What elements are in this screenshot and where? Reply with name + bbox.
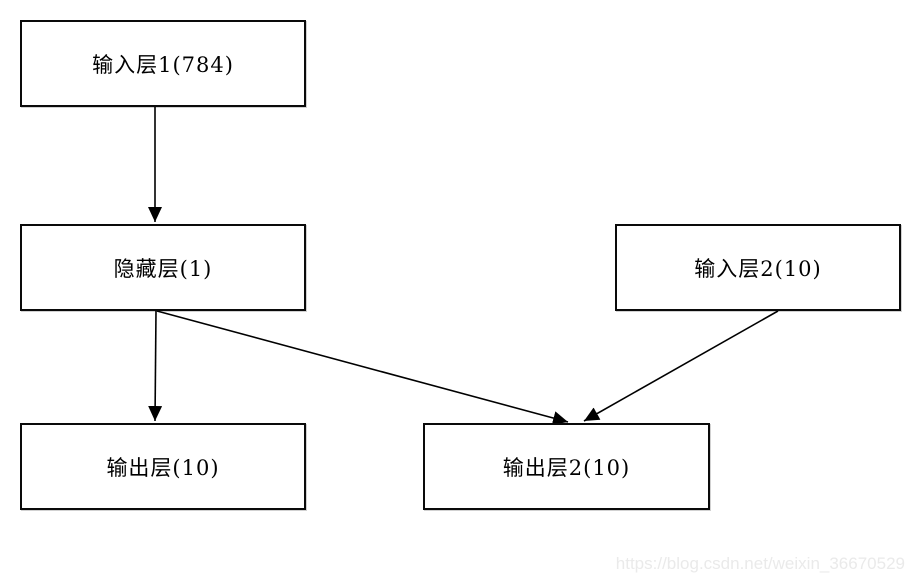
node-input-layer-1-label: 输入层1(784) — [92, 52, 234, 77]
node-output-layer-2: 输出层2(10) — [423, 423, 710, 510]
node-input-layer-2-label: 输入层2(10) — [694, 256, 822, 281]
node-input-layer-2: 输入层2(10) — [615, 224, 901, 311]
node-hidden-layer-label: 隐藏层(1) — [113, 256, 213, 281]
node-hidden-layer: 隐藏层(1) — [20, 224, 306, 311]
node-output-layer-1-label: 输出层(10) — [106, 455, 220, 480]
edge-hidden-to-output2 — [156, 310, 569, 425]
node-input-layer-1: 输入层1(784) — [20, 20, 306, 107]
edge-input2-to-output2 — [583, 310, 779, 422]
node-output-layer-2-label: 输出层2(10) — [502, 455, 631, 480]
node-output-layer-1: 输出层(10) — [20, 423, 306, 510]
edge-hidden-to-output1 — [148, 310, 163, 422]
csdn-watermark: https://blog.csdn.net/weixin_36670529 — [615, 554, 905, 573]
